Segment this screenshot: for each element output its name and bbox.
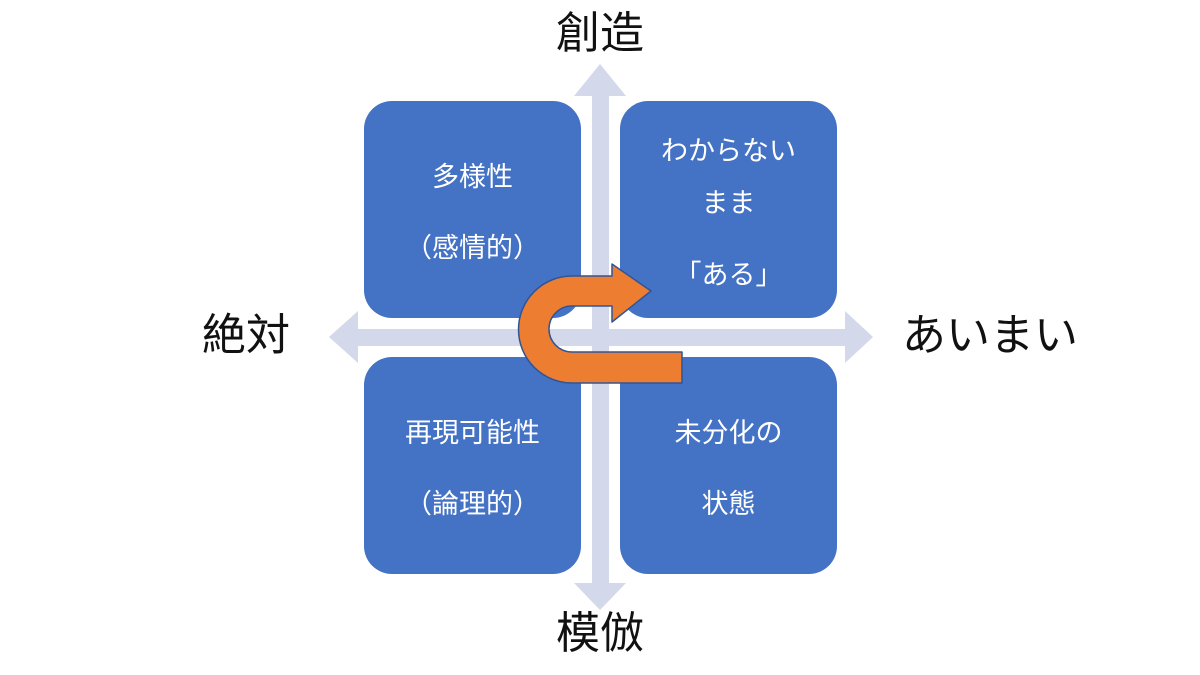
axis-label-left: 絶対 [202,310,290,361]
quadrant-text-line: 再現可能性 [405,418,540,449]
quadrant-text-line: 「ある」 [674,260,783,291]
quadrant-text-line: わからない [661,136,796,167]
horizontal-axis-right-arrowhead [845,311,873,363]
axis-label-right: あいまい [902,310,1078,361]
quadrant-top-right: わからない まま 「ある」 [620,101,837,318]
quadrant-text-line: 状態 [701,489,756,520]
horizontal-axis-shaft [358,329,845,346]
quadrant-text-line: まま [701,188,756,219]
quadrant-text-line: 多様性 [432,162,513,193]
quadrant-text-line: （感情的） [405,233,540,264]
vertical-axis-down-arrowhead [574,583,626,610]
axis-label-bottom: 模倣 [556,608,644,659]
quadrant-bottom-right: 未分化の 状態 [620,357,837,574]
vertical-axis-up-arrowhead [574,64,626,96]
axis-label-top: 創造 [556,8,644,59]
quadrant-text-line: （論理的） [405,489,540,520]
quadrant-text-line: 未分化の [674,418,783,449]
quadrant-top-left: 多様性 （感情的） [364,101,581,318]
horizontal-axis-left-arrowhead [329,311,358,363]
quadrant-bottom-left: 再現可能性 （論理的） [364,357,581,574]
